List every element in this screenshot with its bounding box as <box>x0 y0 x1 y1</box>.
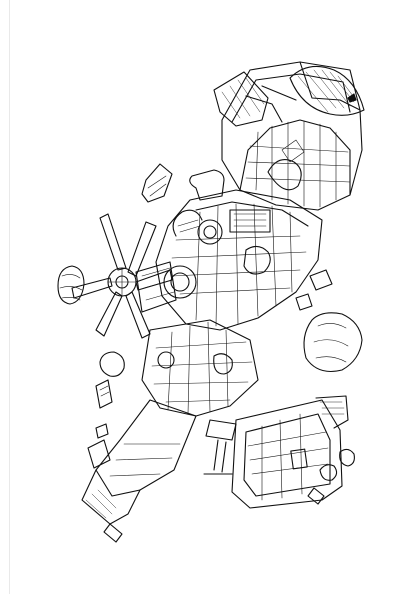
windscreen-panel <box>141 163 173 203</box>
cabin-door-panel <box>231 395 349 509</box>
nose-cap <box>289 65 365 116</box>
canopy-frame <box>213 71 297 127</box>
page-edge-line <box>9 0 10 594</box>
tail-boom <box>81 399 197 543</box>
landing-strut <box>203 419 237 475</box>
engine-housing <box>172 169 225 237</box>
tail-rotor-disc <box>57 265 85 305</box>
fuselage-center <box>155 189 323 331</box>
engine-cowling <box>303 312 363 373</box>
rotor-mast <box>135 261 177 313</box>
lower-fuselage <box>141 319 259 417</box>
small-brackets <box>295 269 355 505</box>
cockpit-section <box>221 61 363 211</box>
main-rotor <box>71 213 173 339</box>
loose-panels <box>95 351 125 439</box>
